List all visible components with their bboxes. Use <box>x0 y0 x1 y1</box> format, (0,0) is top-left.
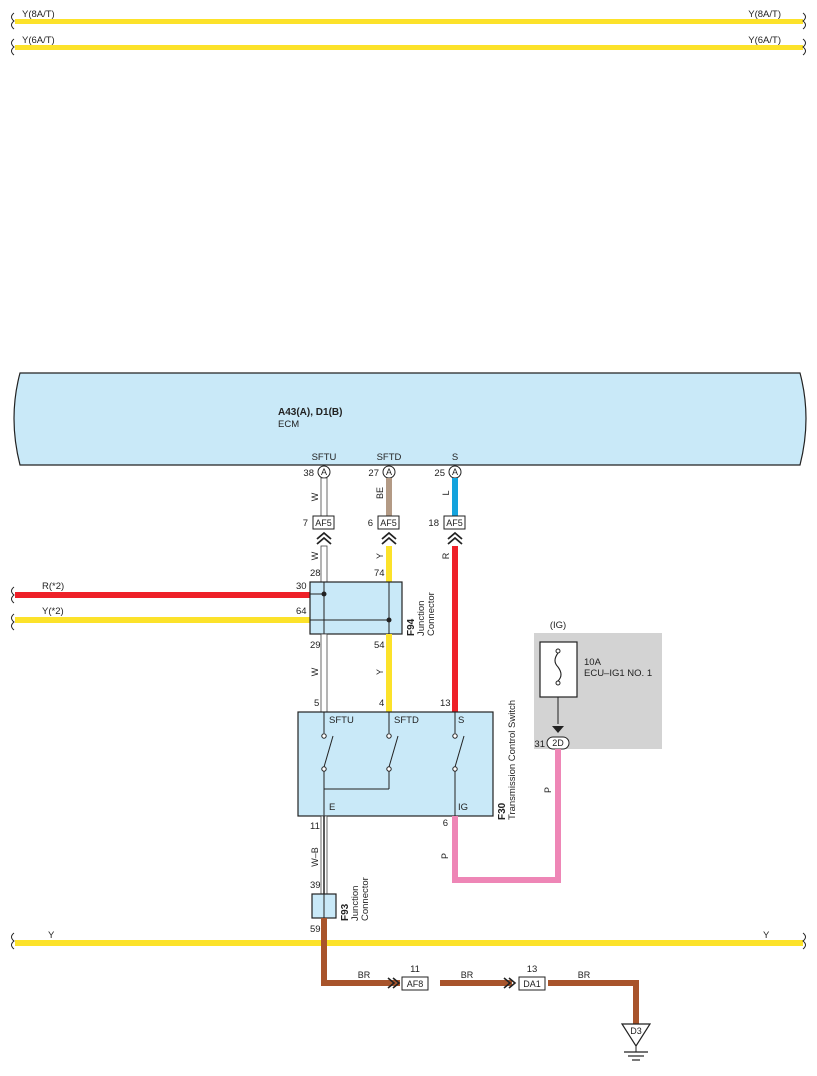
wire-label-w-1: W <box>310 492 320 501</box>
fuse-block: (IG) 10A ECU–IG1 NO. 1 2D 31 <box>534 620 662 750</box>
wire-label-y-1: Y <box>375 553 385 559</box>
fuse-name: ECU–IG1 NO. 1 <box>584 668 652 679</box>
wire-label-br-1: BR <box>358 970 371 980</box>
ecm-pin-3-num: 25 <box>434 468 445 479</box>
da1-label: DA1 <box>523 979 541 989</box>
f30-id: F30 <box>497 802 508 820</box>
wb-wire: 11 W–B 39 <box>310 815 328 895</box>
left-red-wire-label: R(*2) <box>42 581 64 592</box>
ecm-block: A43(A), D1(B) ECM SFTU SFTD S <box>13 372 807 466</box>
top-wire-2-right-label: Y(6A/T) <box>748 35 781 46</box>
ecm-pin-sftd-name: SFTD <box>377 452 402 463</box>
ground-icon: D3 <box>620 1023 652 1061</box>
ecm-pin-3-conn: A <box>452 467 458 477</box>
wire-label-r: R <box>441 552 451 559</box>
af5-to-f94-wires: W Y R 28 74 <box>310 545 458 712</box>
f94-pin-54: 54 <box>374 640 385 651</box>
f30-terminal-sftd: SFTD <box>394 715 419 726</box>
f93-id: F93 <box>340 903 351 921</box>
f30-terminal-e: E <box>329 802 335 813</box>
f94-pin-30: 30 <box>296 581 307 592</box>
left-yellow-wire: Y(*2) 64 <box>11 606 310 631</box>
left-yellow-wire-label: Y(*2) <box>42 606 64 617</box>
f94-name-1: Junction <box>416 601 427 636</box>
ecm-to-af5-wires: W BE L <box>310 477 458 517</box>
fuse-pin: 31 <box>534 739 545 750</box>
f94-pin-28: 28 <box>310 568 321 579</box>
f93-junction-connector: F93 Junction Connector 59 <box>310 877 371 935</box>
wire-label-be: BE <box>375 487 385 499</box>
fuse-tag: (IG) <box>550 620 566 631</box>
f94-pin-64: 64 <box>296 606 307 617</box>
ecm-pin-2-conn: A <box>386 467 392 477</box>
pink-wire: 6 P P <box>440 749 561 883</box>
left-red-wire: R(*2) 30 <box>11 581 310 604</box>
f94-name-2: Connector <box>426 592 437 636</box>
ground-label: D3 <box>630 1026 642 1036</box>
top-wire-1-right-label: Y(8A/T) <box>748 9 781 20</box>
f94-pin-74: 74 <box>374 568 385 579</box>
f30-transmission-control-switch: SFTU SFTD S E IG F30 Transmission Contro… <box>297 700 518 820</box>
top-wire-2-left-label: Y(6A/T) <box>22 35 55 46</box>
f30-pin-11: 11 <box>310 821 320 832</box>
af5-label-2: AF5 <box>380 518 397 528</box>
f30-pin-4: 4 <box>379 698 384 709</box>
f94-pin-29: 29 <box>310 640 321 651</box>
f93-pin-39: 39 <box>310 880 321 891</box>
bottom-wire-left-label: Y <box>48 930 55 941</box>
ecm-pin-sftu-name: SFTU <box>312 452 337 463</box>
f30-pin-13: 13 <box>440 698 451 709</box>
ground-path: BR BR BR AF8 11 DA1 13 <box>321 918 639 1024</box>
bottom-wire-right-label: Y <box>763 930 770 941</box>
da1-pin: 13 <box>527 964 538 975</box>
ecm-pins: A 38 A 27 A 25 <box>303 465 462 479</box>
f93-pin-59: 59 <box>310 924 321 935</box>
wire-label-wb: W–B <box>310 847 320 867</box>
ecm-pin-2-num: 27 <box>368 468 379 479</box>
f94-junction-connector: F94 Junction Connector 29 54 <box>309 581 437 651</box>
af5-pin-2: 6 <box>368 518 373 529</box>
ecm-pin-1-num: 38 <box>303 468 314 479</box>
fuse-conn: 2D <box>552 738 564 748</box>
wire-label-l: L <box>441 490 451 495</box>
top-wire-1: Y(8A/T) Y(8A/T) <box>11 9 806 30</box>
f30-terminal-sftu: SFTU <box>329 715 354 726</box>
wire-label-br-3: BR <box>578 970 591 980</box>
bottom-yellow-wire: Y Y <box>11 930 806 950</box>
af8-label: AF8 <box>407 979 424 989</box>
f30-pin-6: 6 <box>443 818 448 829</box>
ecm-connector-label: A43(A), D1(B) <box>278 407 342 418</box>
fuse-rating: 10A <box>584 657 602 668</box>
wire-label-w-3: W <box>310 667 320 676</box>
wire-label-p-2: P <box>543 787 553 793</box>
af5-pin-1: 7 <box>303 518 308 529</box>
af5-label-3: AF5 <box>446 518 463 528</box>
af5-connectors: AF5 7 AF5 6 AF5 18 <box>303 515 466 545</box>
ecm-name: ECM <box>278 419 299 430</box>
wire-label-y-2: Y <box>375 669 385 675</box>
af5-pin-3: 18 <box>428 518 439 529</box>
f30-terminal-ig: IG <box>458 802 468 813</box>
af8-pin: 11 <box>410 964 420 975</box>
top-wire-2: Y(6A/T) Y(6A/T) <box>11 35 806 56</box>
f30-terminal-s: S <box>458 715 464 726</box>
wire-label-p-1: P <box>440 853 450 859</box>
f93-name-1: Junction <box>350 886 361 921</box>
wire-label-br-2: BR <box>461 970 474 980</box>
top-wire-1-left-label: Y(8A/T) <box>22 9 55 20</box>
ecm-pin-s-name: S <box>452 452 458 463</box>
af5-label-1: AF5 <box>315 518 332 528</box>
f30-pin-5: 5 <box>314 698 319 709</box>
ecm-pin-1-conn: A <box>321 467 327 477</box>
f93-name-2: Connector <box>360 877 371 921</box>
f30-name: Transmission Control Switch <box>507 700 518 820</box>
wire-label-w-2: W <box>310 551 320 560</box>
f94-id: F94 <box>406 618 417 636</box>
